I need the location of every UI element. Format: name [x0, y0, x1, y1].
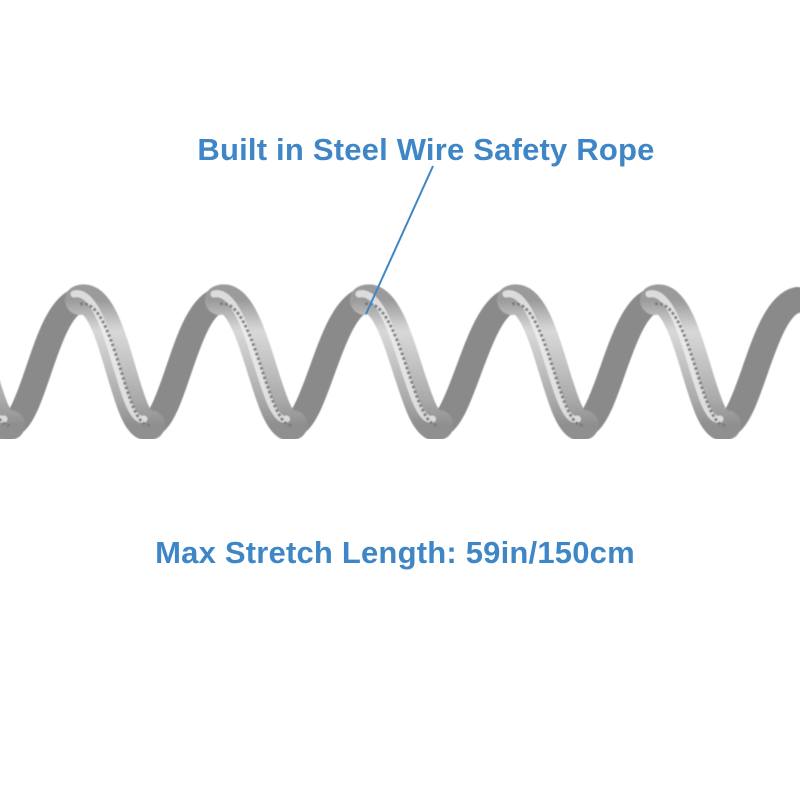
- coil-back-strands: [0, 287, 800, 438]
- coil-highlight: [0, 290, 724, 423]
- wire-rope-callout: Built in Steel Wire Safety Rope: [197, 132, 655, 167]
- steel-wire-core: [0, 302, 727, 427]
- stretch-length-label: Max Stretch Length: 59in/150cm: [155, 535, 635, 570]
- callout-leader-line: [365, 165, 434, 315]
- coiled-spring-cable-icon: [0, 284, 800, 441]
